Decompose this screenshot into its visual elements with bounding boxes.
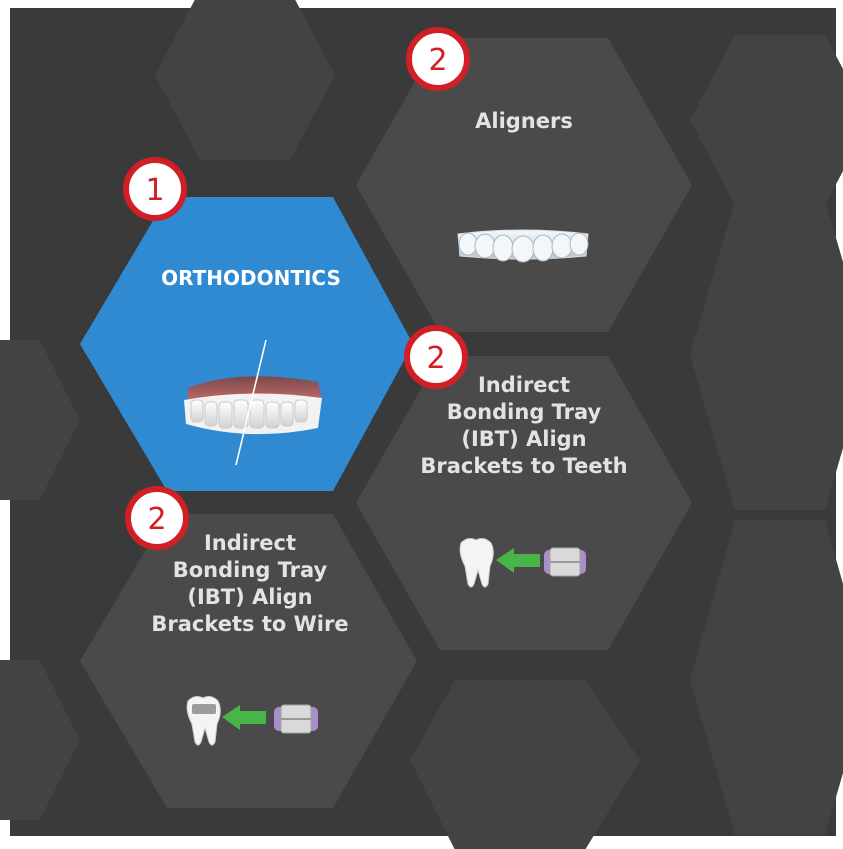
bracket-tooth-arrow-bracket-icon	[186, 696, 318, 746]
badge-ibt-teeth-number: 2	[426, 341, 445, 376]
ibt-teeth-label-line-4: Brackets to Teeth	[420, 454, 628, 478]
aligners-label: Aligners	[475, 109, 573, 133]
ibt-teeth-label-line-3: (IBT) Align	[461, 427, 587, 451]
badge-ibt-teeth: 2	[404, 325, 468, 389]
ibt-wire-label-line-1: Indirect	[203, 531, 297, 555]
hex-aligners[interactable]	[356, 38, 692, 332]
tooth-arrow-bracket-icon	[459, 538, 586, 588]
teeth-model-icon	[184, 339, 322, 466]
badge-orthodontics-number: 1	[145, 173, 164, 208]
badge-ibt-wire: 2	[125, 486, 189, 550]
badge-aligners-number: 2	[428, 43, 447, 78]
ibt-wire-label-line-3: (IBT) Align	[187, 585, 313, 609]
hex-ibt-brackets-to-teeth[interactable]	[356, 356, 692, 650]
ibt-teeth-label-line-2: Bonding Tray	[446, 400, 602, 424]
ibt-wire-label: Indirect Bonding Tray (IBT) Align Bracke…	[134, 530, 366, 638]
hex-ibt-brackets-to-wire[interactable]	[80, 514, 417, 808]
badge-orthodontics: 1	[123, 157, 187, 221]
ibt-teeth-label-line-1: Indirect	[477, 373, 571, 397]
ibt-wire-label-line-2: Bonding Tray	[172, 558, 328, 582]
aligner-tray-icon	[457, 229, 589, 263]
hex-orthodontics[interactable]	[80, 197, 413, 491]
ibt-wire-label-line-4: Brackets to Wire	[151, 612, 349, 636]
ibt-teeth-label: Indirect Bonding Tray (IBT) Align Bracke…	[408, 372, 640, 480]
orthodontics-label: ORTHODONTICS	[161, 266, 341, 290]
badge-aligners: 2	[406, 27, 470, 91]
badge-ibt-wire-number: 2	[147, 502, 166, 537]
